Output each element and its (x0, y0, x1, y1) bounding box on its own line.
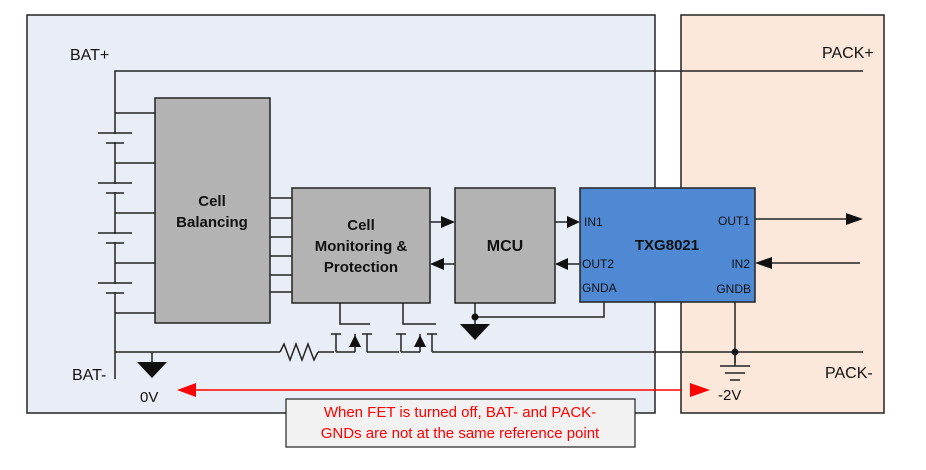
monitoring-to-mcu-arrow (430, 216, 455, 228)
pack-minus-label: PACK- (825, 365, 873, 382)
bat-plus-label: BAT+ (70, 47, 109, 64)
battery-cells (98, 132, 132, 294)
cell-balancing-label-1: Cell (198, 193, 226, 210)
pack-ground-icon (720, 352, 750, 381)
in2-arrow (755, 257, 860, 269)
mcu-to-in1-arrow (555, 216, 580, 228)
pin-in1: IN1 (584, 215, 603, 229)
cell-monitoring-block (291, 187, 431, 304)
balancing-bus (270, 197, 292, 293)
pin-out2: OUT2 (582, 257, 614, 271)
pin-gndb: GNDB (716, 282, 751, 296)
bat-ground-icon (137, 362, 167, 378)
cell-monitoring-label-2: Monitoring & (315, 238, 408, 255)
fet2-gate (402, 303, 436, 325)
sense-resistor (279, 341, 319, 363)
isolator-name: TXG8021 (635, 237, 699, 254)
cell-balancing-label-2: Balancing (176, 214, 248, 231)
zero-volt-label: 0V (140, 389, 158, 406)
note-line-1: When FET is turned off, BAT- and PACK- (324, 404, 596, 421)
out1-arrow (755, 213, 863, 225)
junction-dot (471, 313, 479, 321)
mcu-ground-icon (460, 324, 490, 340)
note-box (285, 398, 636, 448)
fet2-body-diode-icon (414, 335, 426, 347)
gnda-wire (475, 302, 605, 318)
bat-plus-rail (114, 70, 863, 379)
reference-difference-arrow (177, 383, 710, 397)
note-line-2: GNDs are not at the same reference point (321, 425, 600, 442)
txg8021-isolator-block (579, 187, 756, 303)
bat-minus-label: BAT- (72, 367, 106, 384)
pin-in2: IN2 (731, 257, 750, 271)
pin-out1: OUT1 (718, 214, 750, 228)
fet1-body-diode-icon (349, 335, 361, 347)
mcu-to-monitoring-arrow (430, 258, 455, 270)
fet1-gate (339, 303, 370, 325)
cell-balancing-block (154, 97, 271, 324)
mcu-label: MCU (487, 238, 523, 255)
cell-monitoring-label-3: Protection (324, 259, 398, 276)
out2-to-mcu-arrow (555, 258, 580, 270)
pin-gnda: GNDA (582, 281, 617, 295)
pack-plus-label: PACK+ (822, 45, 874, 62)
cell-monitoring-label-1: Cell (347, 217, 375, 234)
mcu-block (454, 187, 556, 304)
minus-two-volt-label: -2V (718, 387, 741, 404)
